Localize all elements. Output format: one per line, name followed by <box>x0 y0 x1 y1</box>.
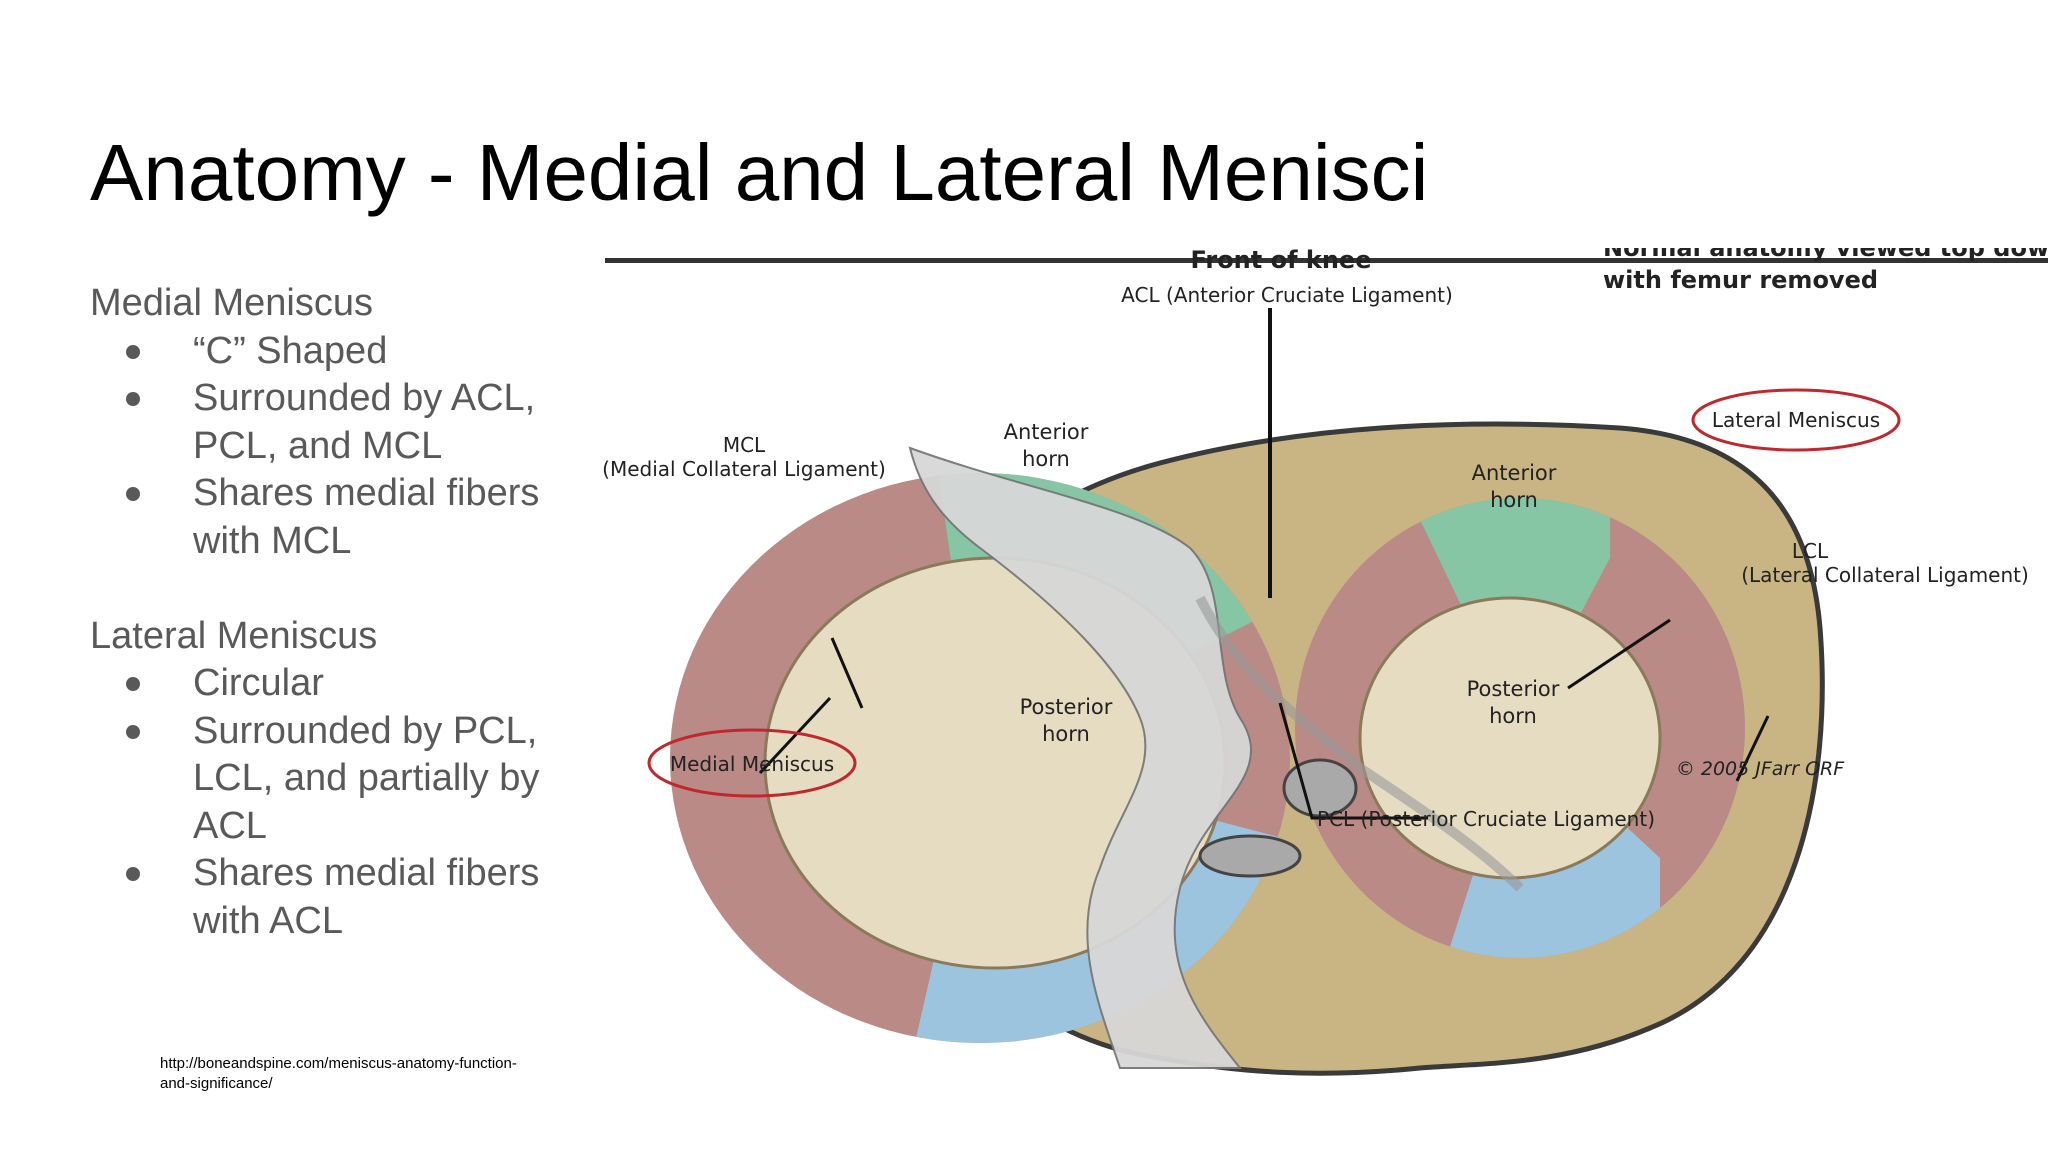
lcl-leader-line <box>1735 715 1770 782</box>
lateral-meniscus-shape <box>1295 498 1745 958</box>
lcl-label-line-1: LCL <box>1792 539 1829 563</box>
copyright-label: © 2005 JFarr ORF <box>1676 758 1845 780</box>
medial-posterior-horn-label: Posterior <box>1020 695 1113 719</box>
lateral-anterior-horn-label: Anterior <box>1472 461 1557 485</box>
lateral-meniscus-callout <box>1691 388 1901 452</box>
bullet-item: Circular <box>90 660 610 708</box>
lcl-label-line-2: (Lateral Collateral Ligament) <box>1741 563 2029 587</box>
mcl-leader-line <box>830 637 864 709</box>
knee-diagram: Front of knee Normal anatomy viewed top … <box>600 248 2048 1100</box>
lateral-posterior-horn-label-2: horn <box>1489 704 1537 728</box>
lateral-meniscus-label: Lateral Meniscus <box>1712 408 1880 432</box>
pcl-leader-line <box>1278 702 1428 820</box>
acl-label: ACL (Anterior Cruciate Ligament) <box>1121 283 1453 307</box>
pcl-stump <box>1198 834 1302 878</box>
mcl-label-line-2: (Medial Collateral Ligament) <box>602 457 886 481</box>
bullet-item: Shares medial fibers with ACL <box>90 850 610 945</box>
bullet-item: Surrounded by PCL, LCL, and partially by… <box>90 708 610 851</box>
acl-stump <box>1282 758 1358 818</box>
front-of-knee-label: Front of knee <box>1191 248 1372 274</box>
lateral-meniscus-leader-line <box>1567 618 1671 690</box>
medial-anterior-horn-label: Anterior <box>1004 420 1089 444</box>
mcl-label-line-1: MCL <box>723 433 766 457</box>
bullet-item: Surrounded by ACL, PCL, and MCL <box>90 375 610 470</box>
image-top-divider <box>605 258 2048 263</box>
medial-anterior-horn-label-2: horn <box>1022 447 1070 471</box>
medial-meniscus-heading: Medial Meniscus <box>90 282 373 324</box>
lateral-meniscus-bullets: Circular Surrounded by PCL, LCL, and par… <box>90 660 610 945</box>
bullet-item: Shares medial fibers with MCL <box>90 470 610 565</box>
medial-meniscus-leader-line <box>758 696 832 775</box>
lateral-anterior-horn-label-2: horn <box>1490 488 1538 512</box>
cruciate-ligament-fibers <box>908 446 1253 1069</box>
slide-title: Anatomy - Medial and Lateral Menisci <box>90 128 1429 217</box>
knee-diagram-svg: Front of knee Normal anatomy viewed top … <box>602 248 2048 1076</box>
lateral-posterior-horn-label: Posterior <box>1467 677 1560 701</box>
medial-meniscus-label: Medial Meniscus <box>670 752 834 776</box>
bullet-item: “C” Shaped <box>90 328 610 376</box>
bullet-text-column: Medial Meniscus “C” Shaped Surrounded by… <box>90 280 610 945</box>
view-note-line-1: Normal anatomy viewed top down <box>1603 248 2048 262</box>
ligament-fiber-strand <box>1195 595 1524 892</box>
medial-meniscus-callout <box>647 728 857 798</box>
medial-posterior-horn-label-2: horn <box>1042 722 1090 746</box>
lateral-tibial-plateau <box>1358 596 1662 880</box>
medial-meniscus-bullets: “C” Shaped Surrounded by ACL, PCL, and M… <box>90 328 610 566</box>
spacer <box>90 565 610 613</box>
view-note-line-2: with femur removed <box>1603 266 1878 294</box>
source-link[interactable]: http://boneandspine.com/meniscus-anatomy… <box>160 1055 517 1092</box>
lateral-meniscus-heading: Lateral Meniscus <box>90 614 378 657</box>
pcl-label: PCL (Posterior Cruciate Ligament) <box>1317 807 1655 831</box>
